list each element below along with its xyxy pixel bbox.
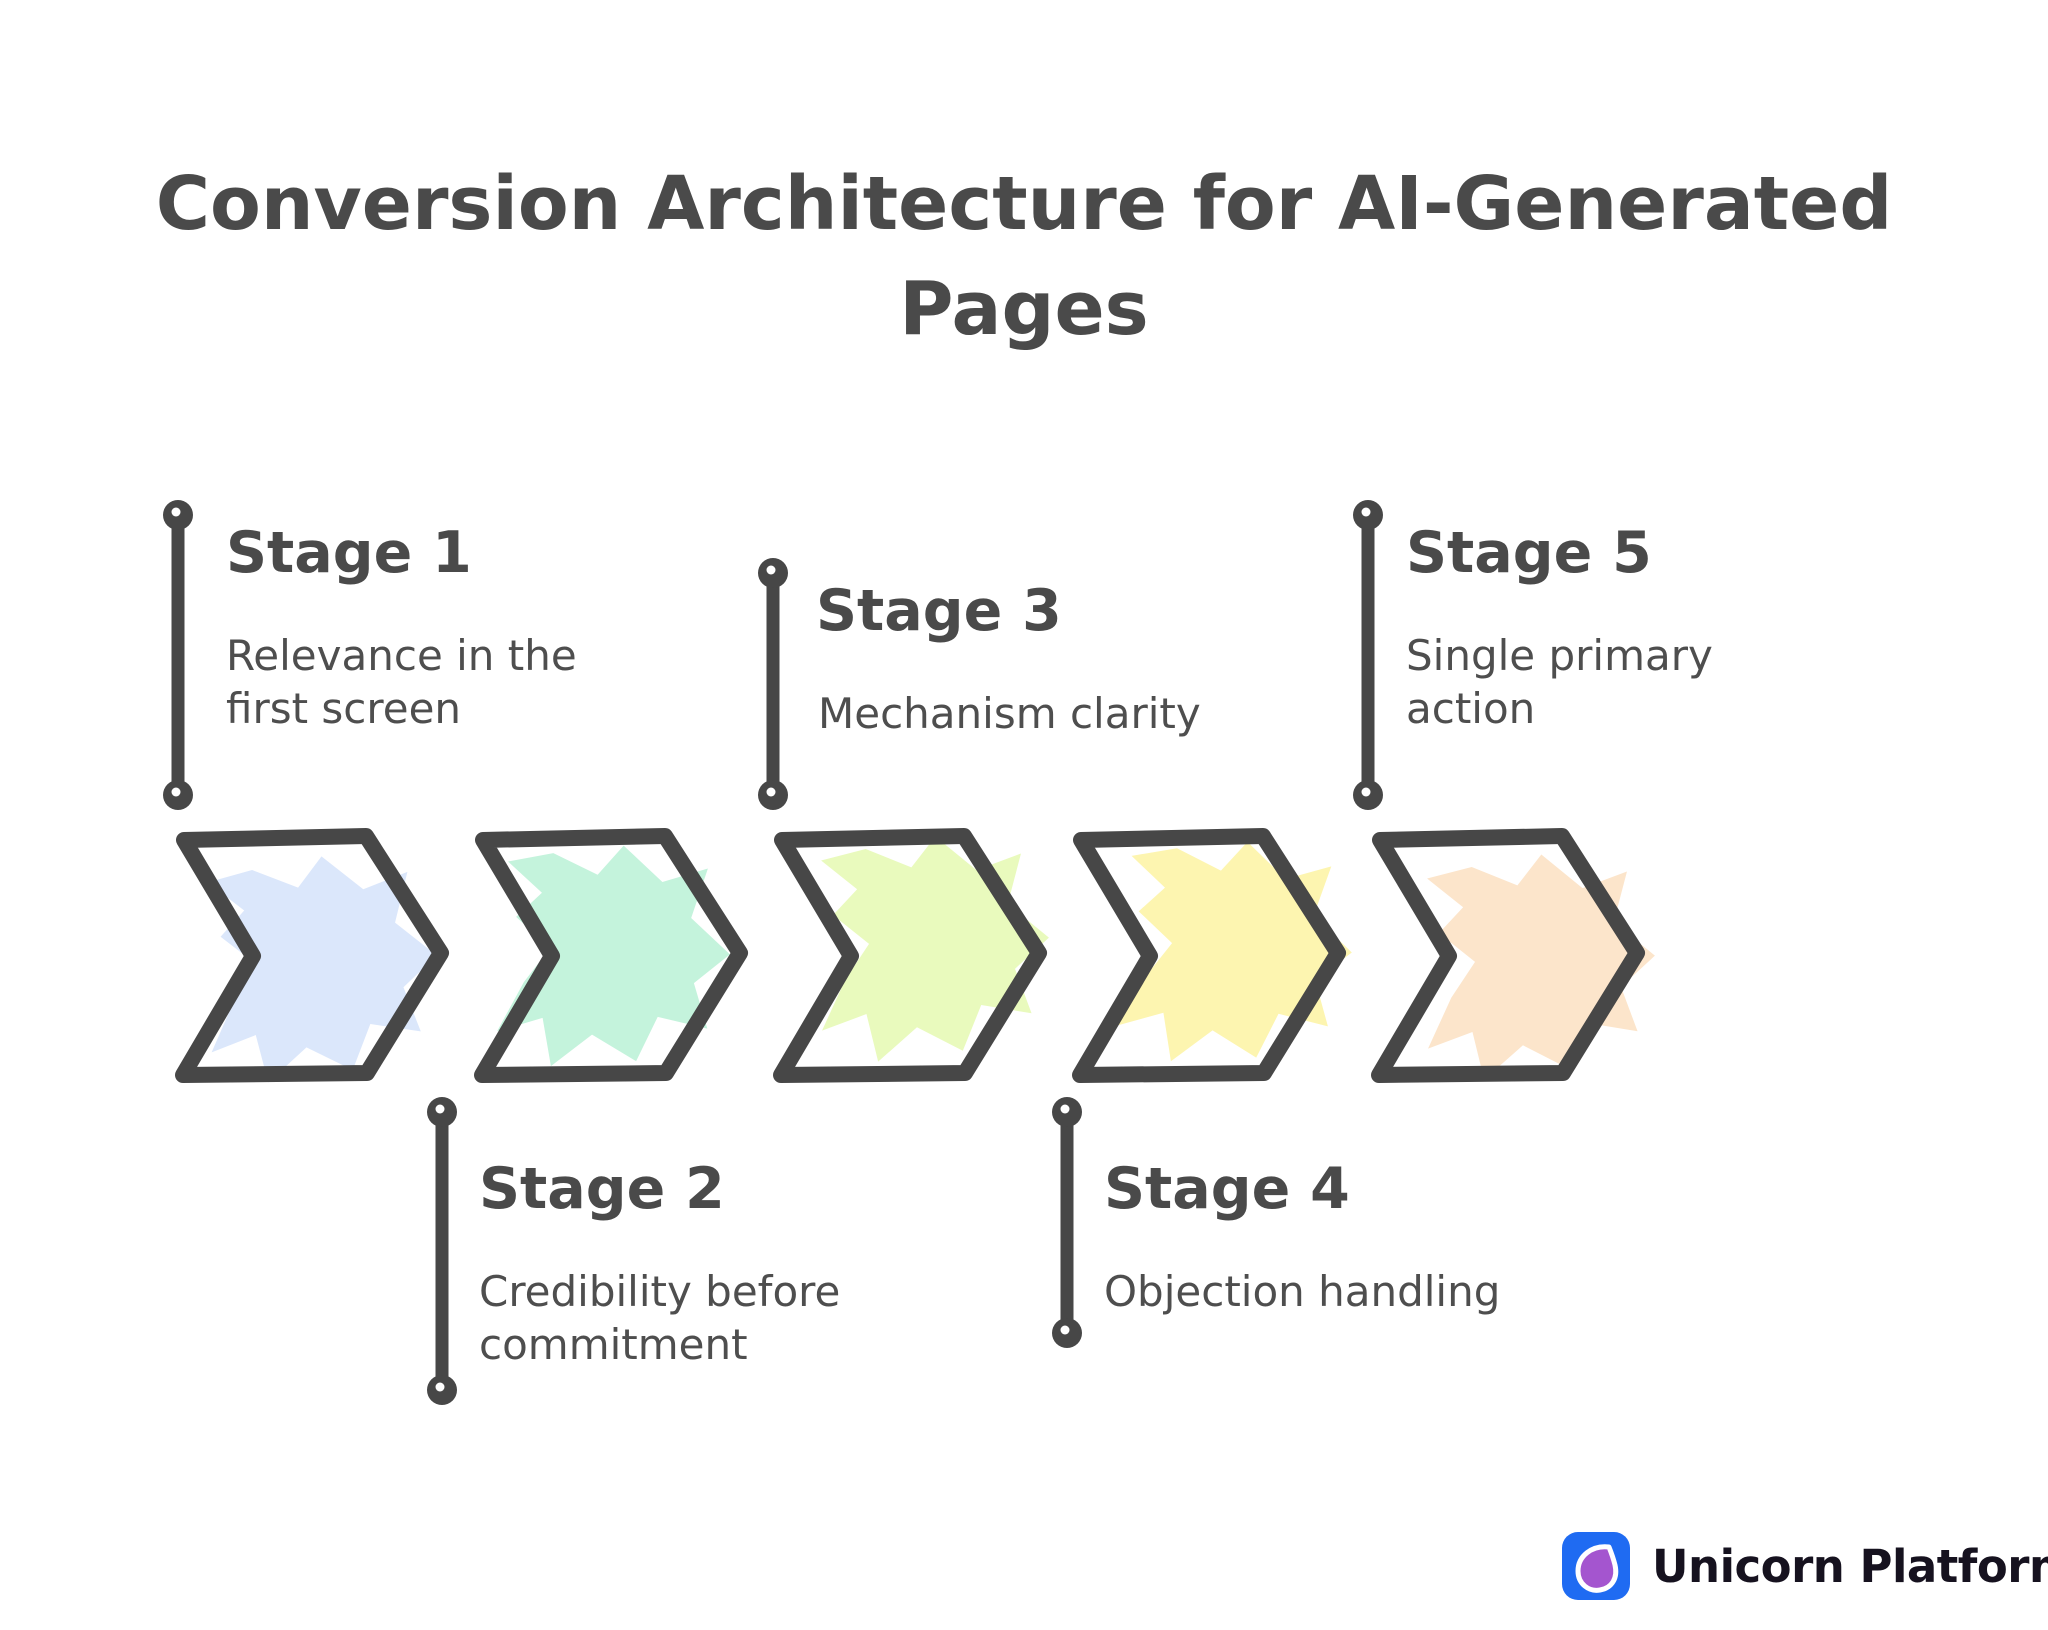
stage-1-description: Relevance in the first screen: [226, 631, 577, 733]
stage-1-pin: [163, 500, 193, 810]
stage-3-pin-hole-bottom: [766, 787, 776, 797]
stage-3-pin: [758, 558, 788, 810]
stage-5-description: Single primary action: [1406, 631, 1713, 733]
stage-1-pin-hole-bottom: [171, 787, 181, 797]
brand-logo: Unicorn Platform: [1562, 1532, 2048, 1600]
stage-3-description: Mechanism clarity: [818, 689, 1201, 738]
stage-5-pin-hole-top: [1361, 507, 1371, 517]
chevron-stage-3: [768, 826, 1054, 1086]
unicorn-platform-logo-icon: [1562, 1532, 1630, 1600]
stage-1-label: Stage 1: [226, 520, 472, 586]
chevron-stage-4: [1067, 826, 1358, 1086]
stage-2-pin-hole-top: [435, 1104, 445, 1114]
stage-4-label: Stage 4: [1104, 1156, 1350, 1222]
stage-1-pin-hole-top: [171, 507, 181, 517]
stage-2-description: Credibility before commitment: [479, 1267, 841, 1369]
stage-4-pin-hole-top: [1060, 1104, 1070, 1114]
stage-5-pin: [1353, 500, 1383, 810]
page-title-line-1: Conversion Architecture for AI-Generated: [155, 161, 1893, 247]
stage-3-label: Stage 3: [816, 578, 1062, 644]
stage-2-pin-hole-bottom: [435, 1382, 445, 1392]
chevron-stage-1: [170, 826, 470, 1086]
logo-drop-icon: [1575, 1544, 1619, 1593]
page-title-line-2: Pages: [899, 266, 1149, 353]
chevron-stage-5: [1366, 826, 1660, 1086]
page-title: Conversion Architecture for AI-Generated…: [0, 152, 2048, 362]
brand-logo-text: Unicorn Platform: [1652, 1539, 2048, 1593]
stage-2-pin: [427, 1097, 457, 1405]
stage-5-label: Stage 5: [1406, 520, 1652, 586]
stage-4-pin: [1052, 1097, 1082, 1348]
stage-4-pin-hole-bottom: [1060, 1325, 1070, 1335]
stage-3-pin-hole-top: [766, 565, 776, 575]
stage-4-description: Objection handling: [1104, 1267, 1501, 1316]
stage-5-pin-hole-bottom: [1361, 787, 1371, 797]
stage-2-label: Stage 2: [479, 1156, 725, 1222]
chevron-stage-2: [469, 826, 769, 1086]
